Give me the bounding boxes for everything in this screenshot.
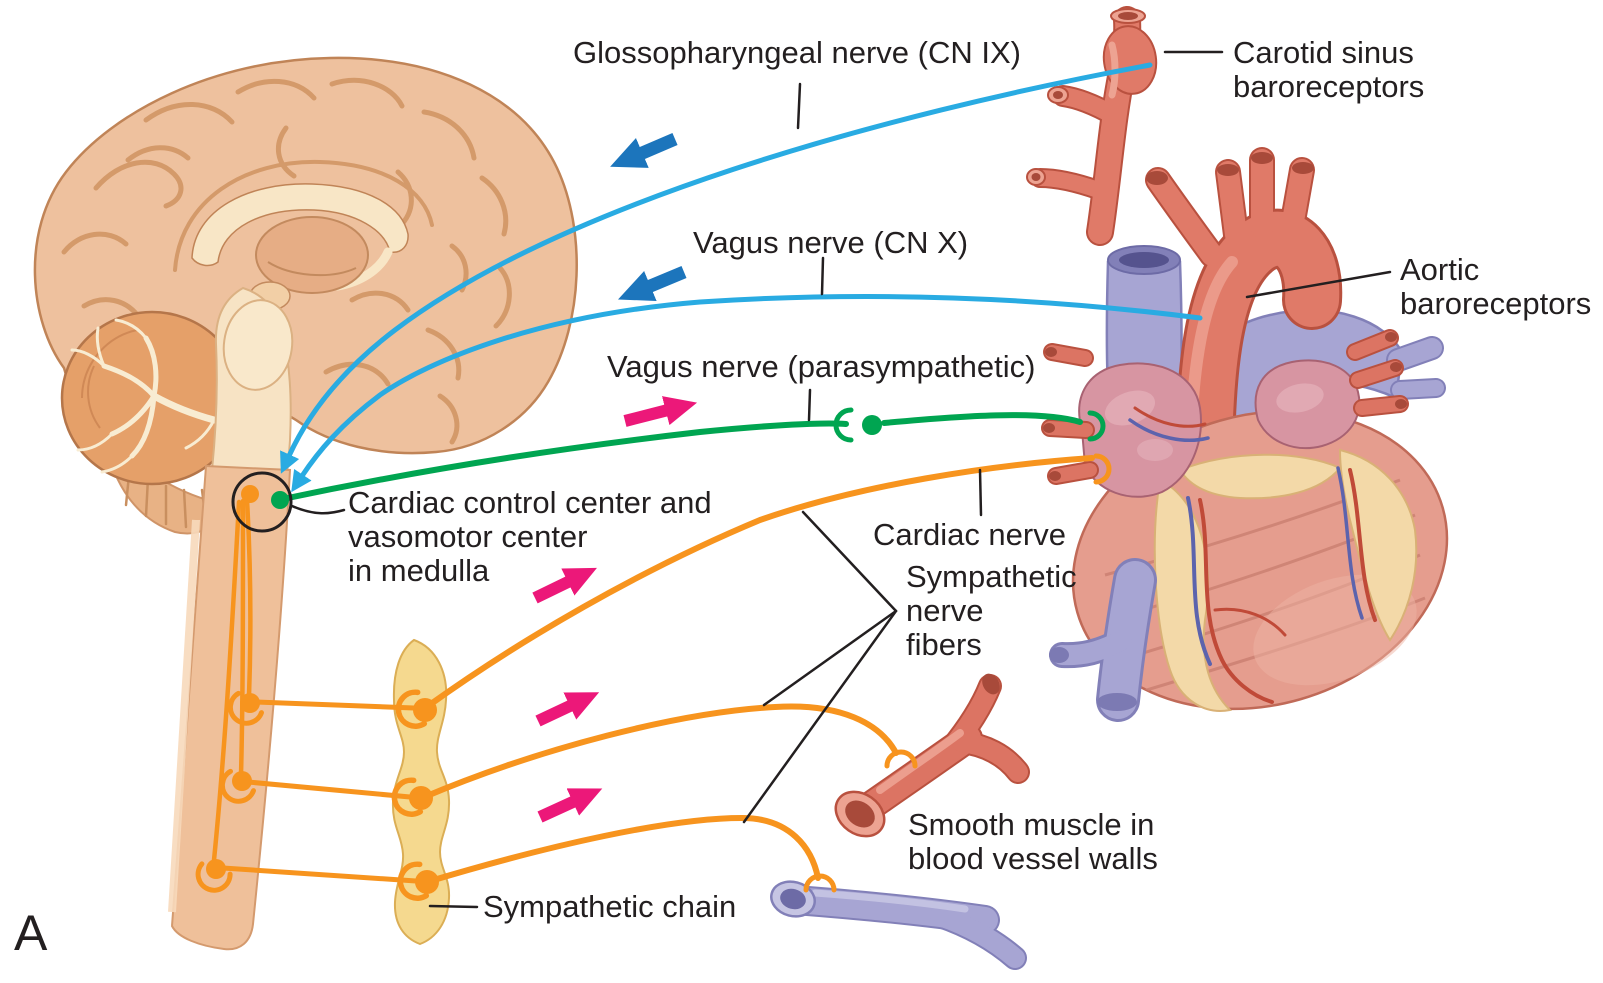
smooth-muscle-label: Smooth muscle in blood vessel walls: [908, 807, 1158, 877]
efferent-arrow-parasympathetic: [623, 396, 698, 427]
glossopharyngeal-tick: [796, 82, 802, 130]
sympathetic-fibers-line1: Sympathetic: [906, 559, 1077, 594]
aortic-label-line1: Aortic: [1400, 252, 1480, 287]
vagus-cnx-label: Vagus nerve (CN X): [693, 225, 969, 260]
aorta: [1145, 147, 1343, 500]
smooth-muscle-line1: Smooth muscle in: [908, 807, 1155, 842]
vein-terminal-hook: [803, 873, 837, 893]
efferent-arrow-cardiac-nerve: [532, 567, 597, 604]
cardiac-center-pointer: [290, 504, 346, 515]
glossopharyngeal-label: Glossopharyngeal nerve (CN IX): [573, 35, 1021, 70]
vagus-cnx-label-text: Vagus nerve (CN X): [693, 225, 969, 260]
cardiac-nerve-label-text: Cardiac nerve: [873, 517, 1066, 552]
smooth-muscle-line2: blood vessel walls: [908, 841, 1158, 877]
sympathetic-nerve-fibers-label: Sympathetic nerve fibers: [906, 559, 1077, 663]
sympathetic-chain-label-text: Sympathetic chain: [483, 889, 737, 924]
vasomotor-center-dot: [241, 485, 259, 503]
glossopharyngeal-nerve: [280, 62, 1153, 474]
spinal-ganglia: [195, 690, 264, 893]
pulmonary-vein-stubs: [1041, 329, 1409, 485]
sympathetic-fiber-to-artery: [419, 703, 918, 801]
cingulate-sulcus: [173, 159, 434, 272]
vagus-parasympathetic-tick: [807, 388, 812, 422]
sympathetic-fibers-pointer-1: [801, 510, 898, 613]
heart-orange-terminal-hook: [1093, 453, 1112, 485]
panel-letter: A: [14, 906, 47, 961]
aortic-baroreceptors-label: Aortic baroreceptors: [1400, 252, 1592, 322]
glossopharyngeal-label-text: Glossopharyngeal nerve (CN IX): [573, 35, 1021, 70]
brain-sagittal-section: [33, 56, 578, 535]
cardiac-control-center-line3: in medulla: [348, 553, 490, 589]
cortex-gyri: [61, 78, 512, 445]
label-pointer-lines: [290, 50, 1392, 909]
afferent-arrow-vagus: [618, 266, 687, 301]
cardiac-nerve-fiber: [425, 453, 1112, 709]
pons: [222, 299, 294, 391]
heart-green-terminal-hook: [1087, 410, 1106, 442]
vagus-parasympathetic-label: Vagus nerve (parasympathetic): [607, 349, 1036, 384]
carotid-sinus-label-line2: baroreceptors: [1233, 69, 1425, 105]
vagus-cnx-tick: [820, 256, 825, 296]
carotid-artery: [1026, 6, 1158, 246]
vein-smooth-muscle: [770, 880, 1027, 970]
cardiac-control-center-line2: vasomotor center: [348, 519, 588, 555]
sympathetic-fibers-line3: fibers: [906, 627, 982, 663]
vagus-nerve-cnx: [291, 294, 1203, 493]
direction-arrows: [532, 133, 698, 823]
arbor-vitae: [70, 318, 218, 474]
artery-terminal-hook: [884, 749, 918, 769]
spinal-sympathetic-fibers: [211, 497, 419, 884]
cerebellum: [60, 310, 244, 486]
sympathetic-chain-ganglia: [391, 689, 439, 901]
vagus-parasympathetic-nerve: [280, 407, 1106, 502]
sympathetic-chain-label: Sympathetic chain: [483, 889, 737, 924]
sympathetic-fibers-pointer-3: [742, 609, 898, 824]
cardiac-nerve-tick: [978, 468, 983, 517]
sympathetic-fiber-to-vein: [424, 814, 837, 893]
sympathetic-fibers-line2: nerve: [906, 593, 984, 629]
right-atrium: [1078, 362, 1202, 498]
inferior-vena-cava: [1049, 558, 1157, 722]
cardiac-center-dot: [271, 491, 289, 509]
vagus-parasympathetic-label-text: Vagus nerve (parasympathetic): [607, 349, 1036, 384]
heart: [1041, 147, 1449, 722]
medulla-control-center: [231, 471, 293, 533]
epicardial-fat: [1153, 448, 1418, 712]
afferent-arrow-glossopharyngeal: [610, 133, 678, 168]
corpus-callosum: [191, 183, 409, 267]
sympathetic-chain-pointer: [428, 904, 479, 909]
coronary-vessels: [1128, 406, 1377, 704]
carotid-sinus-label: Carotid sinus baroreceptors: [1233, 35, 1425, 105]
medulla-circle: [231, 471, 293, 533]
efferent-arrow-artery-fiber: [535, 692, 600, 727]
efferent-arrow-vein-fiber: [537, 788, 603, 823]
sympathetic-fibers-pointer-2: [762, 609, 898, 707]
aortic-pointer: [1245, 270, 1392, 299]
artery-smooth-muscle: [834, 673, 1030, 838]
parasympathetic-synapse-arc: [833, 407, 854, 443]
parasympathetic-synapse-dot: [862, 415, 882, 435]
cardiac-nerve-label: Cardiac nerve: [873, 517, 1066, 552]
cardiac-control-center-line1: Cardiac control center and: [348, 485, 712, 520]
panel-letter-text: A: [14, 905, 48, 961]
aortic-label-line2: baroreceptors: [1400, 286, 1592, 322]
cardiac-control-center-label: Cardiac control center and vasomotor cen…: [348, 485, 712, 589]
carotid-sinus-label-line1: Carotid sinus: [1233, 35, 1414, 70]
